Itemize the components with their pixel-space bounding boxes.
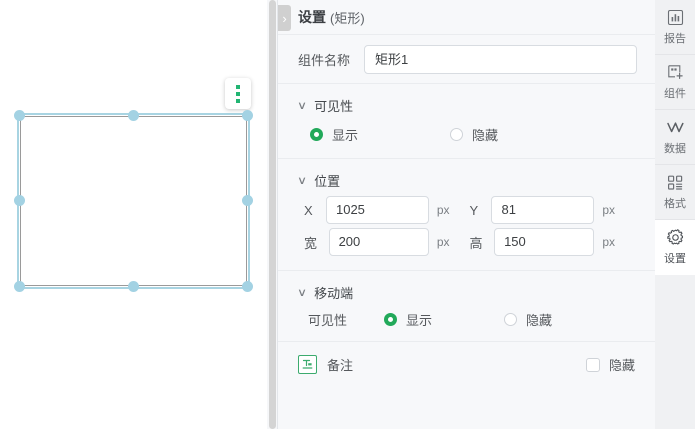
- section-component-name: 组件名称 矩形1: [278, 34, 655, 83]
- checkbox-note-hide[interactable]: [585, 357, 600, 372]
- resize-handle-s[interactable]: [127, 281, 139, 292]
- radio-mobile-show[interactable]: 显示: [384, 310, 432, 329]
- radio-unselected-icon: [504, 313, 518, 326]
- section-visibility: ∨ 可见性 显示 隐藏: [278, 83, 655, 158]
- kebab-dot-icon: [236, 91, 240, 96]
- component-name-row: 组件名称 矩形1: [278, 35, 655, 83]
- canvas-vertical-scrollbar[interactable]: [267, 0, 277, 429]
- note-label: 备注: [327, 358, 354, 373]
- section-mobile-header[interactable]: ∨ 移动端: [278, 271, 655, 306]
- chevron-down-icon: ∨: [296, 287, 308, 299]
- unit-height: px: [602, 235, 615, 249]
- selection-outline: [17, 113, 250, 289]
- resize-handle-n[interactable]: [127, 110, 139, 121]
- bar-chart-icon: [666, 8, 685, 27]
- radio-unselected-icon: [450, 128, 464, 141]
- mobile-visibility-label: 可见性: [308, 313, 348, 328]
- radio-label: 显示: [332, 128, 359, 143]
- input-y[interactable]: 81: [491, 196, 595, 224]
- rectangle-selection[interactable]: [14, 78, 253, 292]
- grid-layout-icon: [666, 173, 685, 192]
- section-mobile-title: 移动端: [314, 286, 354, 301]
- rail-label: 格式: [664, 198, 686, 210]
- resize-handle-w[interactable]: [14, 195, 25, 206]
- field-label-width: 宽: [304, 235, 318, 251]
- resize-handle-se[interactable]: [242, 281, 253, 292]
- rail-item-component[interactable]: 组件: [655, 55, 695, 110]
- radio-visibility-hide[interactable]: 隐藏: [450, 125, 498, 144]
- panel-subtitle: (矩形): [330, 10, 365, 26]
- input-height[interactable]: 150: [494, 228, 595, 256]
- unit-width: px: [436, 235, 450, 249]
- note-row[interactable]: 备注 隐藏: [278, 341, 655, 387]
- unit-x: px: [436, 203, 450, 217]
- rail-label: 组件: [664, 88, 686, 100]
- rail-item-data[interactable]: 数据: [655, 110, 695, 165]
- canvas-area[interactable]: [0, 0, 277, 429]
- component-name-input[interactable]: 矩形1: [364, 44, 637, 74]
- scrollbar-thumb[interactable]: [269, 0, 276, 429]
- resize-handle-e[interactable]: [242, 195, 253, 206]
- note-hide-control[interactable]: 隐藏: [585, 355, 635, 374]
- radio-selected-icon: [384, 313, 397, 326]
- rail-filler: [655, 275, 695, 429]
- section-position-title: 位置: [314, 174, 341, 189]
- chevron-down-icon: ∨: [296, 175, 308, 187]
- kebab-dot-icon: [236, 84, 240, 89]
- section-mobile: ∨ 移动端 可见性 显示 隐藏: [278, 270, 655, 341]
- shape-context-menu-button[interactable]: [225, 78, 251, 109]
- section-visibility-title: 可见性: [314, 99, 354, 114]
- panel-title: 设置: [298, 9, 326, 25]
- section-position: ∨ 位置 X 1025 px Y 81 px 宽 200 px 高 150 px: [278, 158, 655, 270]
- radio-label: 显示: [406, 313, 433, 328]
- mobile-visibility-row: 可见性 显示 隐藏: [278, 306, 655, 341]
- rail-item-report[interactable]: 报告: [655, 0, 695, 55]
- rail-item-format[interactable]: 格式: [655, 165, 695, 220]
- rail-label: 设置: [664, 253, 686, 265]
- field-label-x: X: [304, 202, 313, 218]
- radio-selected-icon: [310, 128, 323, 141]
- unit-y: px: [602, 203, 615, 217]
- section-visibility-header[interactable]: ∨ 可见性: [278, 84, 655, 119]
- component-name-label: 组件名称: [298, 52, 351, 68]
- rail-label: 数据: [664, 143, 686, 155]
- right-rail: 报告 组件 数据: [655, 0, 695, 429]
- section-position-header[interactable]: ∨ 位置: [278, 159, 655, 194]
- add-component-icon: [666, 63, 685, 82]
- field-label-y: Y: [469, 202, 479, 218]
- resize-handle-sw[interactable]: [14, 281, 25, 292]
- checkbox-label: 隐藏: [608, 358, 635, 373]
- input-x[interactable]: 1025: [325, 196, 429, 224]
- field-label-height: 高: [469, 235, 483, 251]
- chevron-right-icon: ›: [282, 10, 287, 26]
- rail-label: 报告: [664, 33, 686, 45]
- text-note-icon: [298, 355, 317, 374]
- resize-handle-ne[interactable]: [242, 110, 253, 121]
- panel-header: 设置 (矩形): [278, 0, 655, 34]
- input-width[interactable]: 200: [328, 228, 429, 256]
- position-size-row: 宽 200 px 高 150 px: [278, 226, 655, 270]
- settings-panel: › 设置 (矩形) 组件名称 矩形1 ∨ 可见性 显示: [277, 0, 655, 429]
- rectangle-shape[interactable]: [20, 116, 247, 286]
- radio-label: 隐藏: [472, 128, 499, 143]
- chevron-down-icon: ∨: [296, 100, 308, 112]
- kebab-dot-icon: [236, 98, 240, 103]
- resize-handle-nw[interactable]: [14, 110, 25, 121]
- position-xy-row: X 1025 px Y 81 px: [278, 194, 655, 226]
- radio-label: 隐藏: [526, 313, 553, 328]
- panel-collapse-button[interactable]: ›: [278, 5, 291, 31]
- gear-icon: [666, 228, 685, 247]
- visibility-options: 显示 隐藏: [278, 119, 655, 158]
- radio-visibility-show[interactable]: 显示: [310, 125, 358, 144]
- rail-item-settings[interactable]: 设置: [655, 220, 695, 275]
- radio-mobile-hide[interactable]: 隐藏: [504, 310, 552, 329]
- zigzag-line-icon: [666, 118, 685, 137]
